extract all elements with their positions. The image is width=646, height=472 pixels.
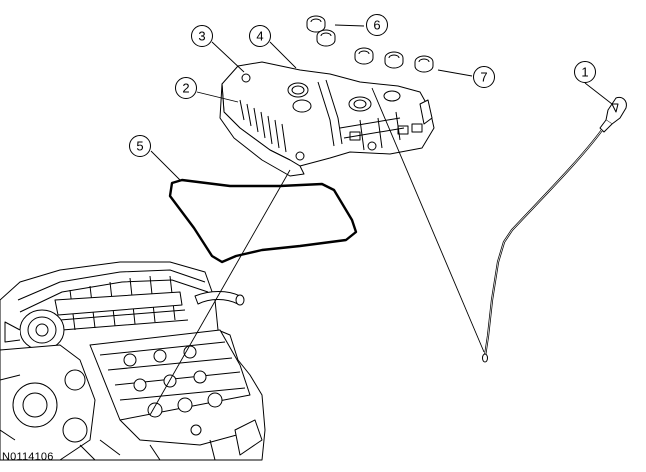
callout-6: 6 xyxy=(366,14,388,36)
valve-cover xyxy=(219,61,435,177)
callout-1-label: 1 xyxy=(581,65,588,80)
callout-1: 1 xyxy=(574,61,596,83)
callout-2: 2 xyxy=(175,77,197,99)
callout-3-label: 3 xyxy=(198,29,205,44)
callout-3: 3 xyxy=(191,25,213,47)
leader-lines xyxy=(149,24,613,416)
oil-level-dipstick xyxy=(482,97,627,363)
callout-5: 5 xyxy=(129,135,151,157)
valve-cover-gasket xyxy=(168,178,358,264)
callout-7: 7 xyxy=(473,66,495,88)
spark-plug-tube-seals-6 xyxy=(306,15,336,47)
callout-5-label: 5 xyxy=(136,139,143,154)
callout-6-label: 6 xyxy=(373,18,380,33)
figure-id-label: N0114106 xyxy=(2,451,54,463)
callout-4-label: 4 xyxy=(256,29,263,44)
callout-7-label: 7 xyxy=(480,70,487,85)
callout-2-label: 2 xyxy=(182,81,189,96)
engine-assembly xyxy=(0,261,266,461)
spark-plug-tube-seals-7 xyxy=(354,47,434,73)
callout-4: 4 xyxy=(249,25,271,47)
